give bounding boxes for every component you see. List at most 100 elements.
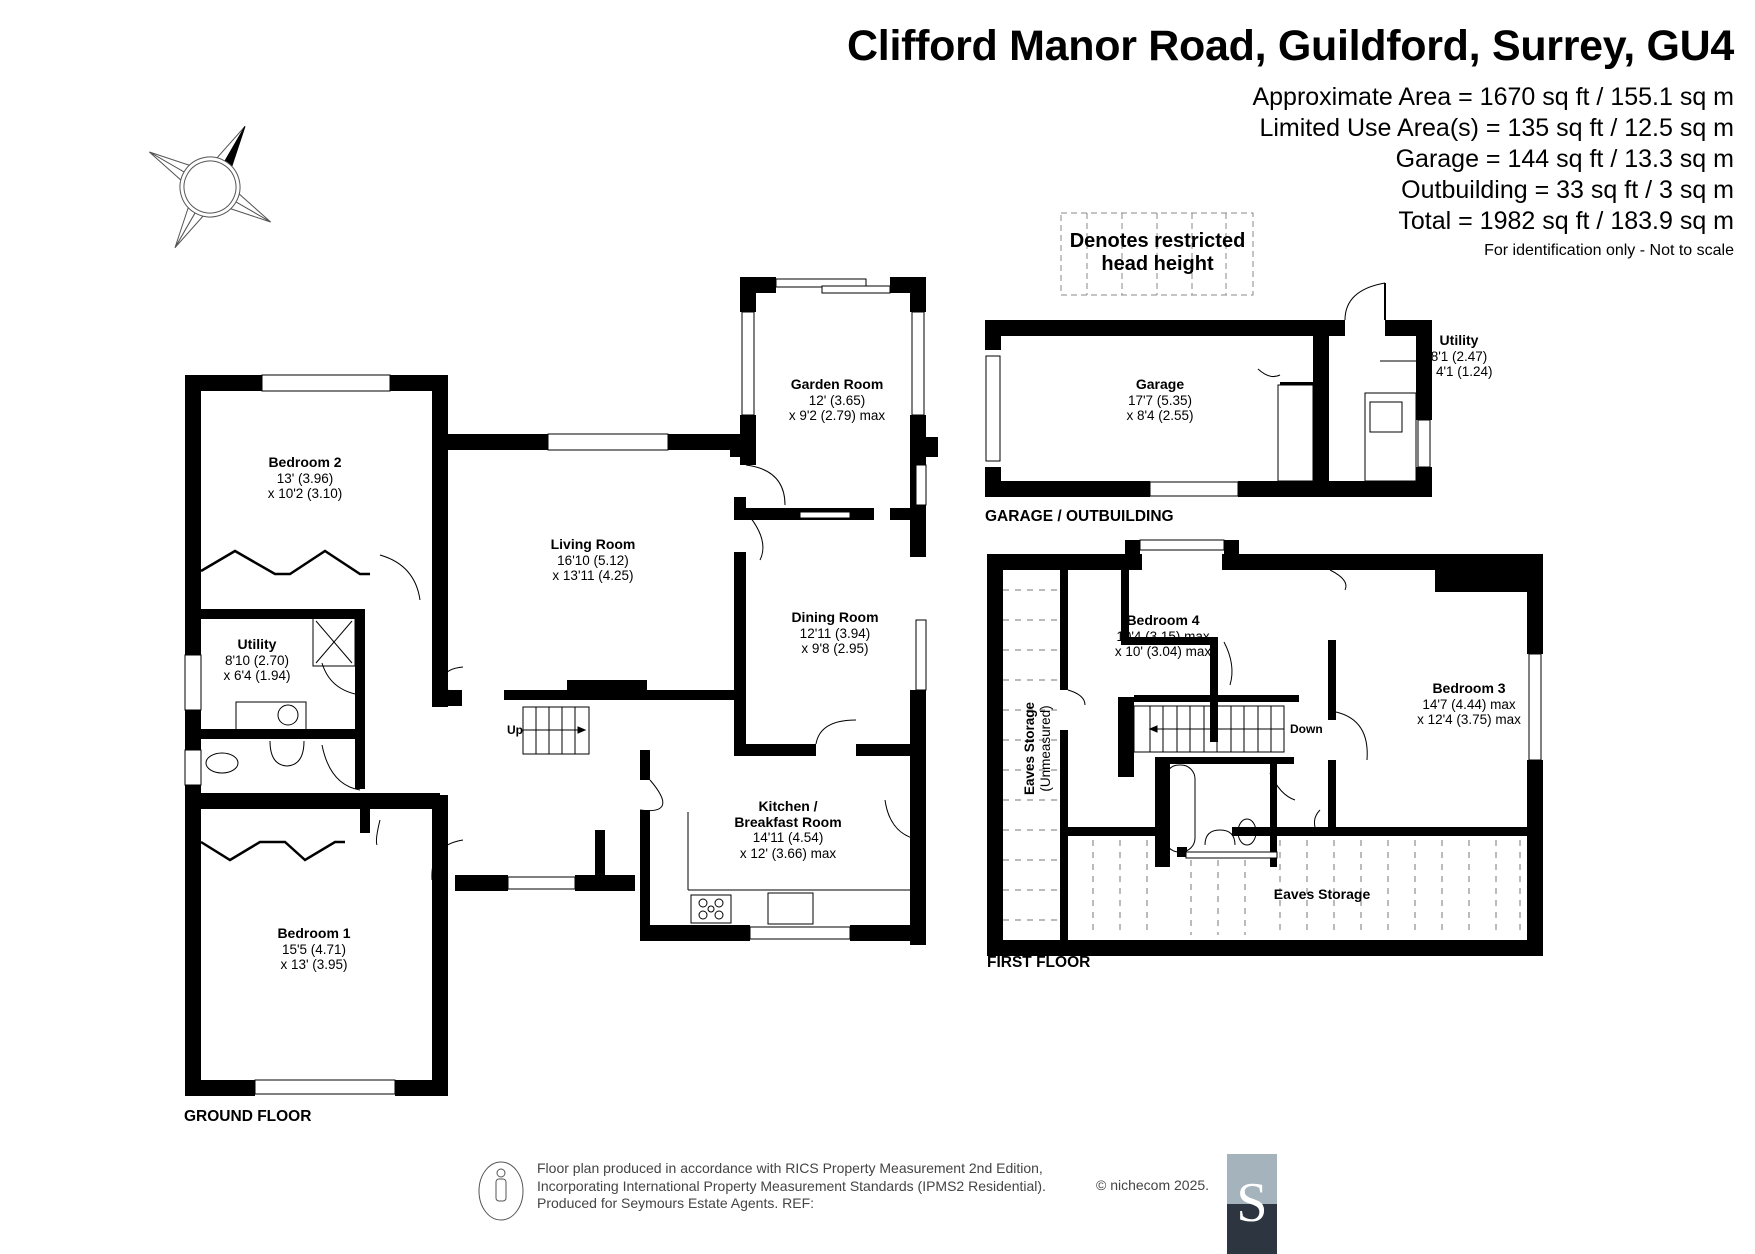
door-swing: [321, 662, 361, 696]
area-total: Total = 1982 sq ft / 183.9 sq m: [1398, 207, 1734, 235]
footer-note: Floor plan produced in accordance with R…: [537, 1160, 1046, 1213]
area-approximate: Approximate Area = 1670 sq ft / 155.1 sq…: [1252, 83, 1734, 111]
room-label-eaves-storage: Eaves Storage: [1273, 886, 1371, 902]
window: [254, 1079, 396, 1095]
window: [749, 926, 851, 940]
ground-floor-windows: [184, 278, 927, 1095]
room-label-eaves-storage-unmeasured: Eaves Storage (Unmeasured): [1022, 701, 1053, 795]
north-compass-icon: [149, 126, 271, 248]
door-swing: [884, 799, 921, 841]
door-swing: [1344, 282, 1386, 321]
window: [1149, 481, 1239, 497]
room-label-garden-room: Garden Room 12' (3.65) x 9'2 (2.79) max: [788, 376, 886, 423]
door-swing: [815, 719, 857, 745]
copyright: © nichecom 2025.: [1096, 1177, 1210, 1193]
staircase-up: [522, 706, 590, 755]
logo-letter: S: [1236, 1172, 1268, 1234]
window: [741, 311, 755, 416]
window: [775, 278, 867, 288]
door-swing: [321, 744, 361, 791]
room-label-living-room: Living Room 16'10 (5.12) x 13'11 (4.25): [550, 536, 636, 583]
compass-ring-inner: [183, 160, 237, 214]
window: [184, 749, 202, 786]
garage-fixtures: [1257, 282, 1417, 482]
hob-icon: [690, 894, 732, 924]
door-swing: [431, 839, 464, 881]
area-outbuilding: Outbuilding = 33 sq ft / 3 sq m: [1401, 176, 1734, 204]
legend-line-2: head height: [1101, 253, 1214, 275]
basin-icon: [269, 740, 305, 767]
room-label-garage: Garage 17'7 (5.35) x 8'4 (2.55): [1126, 376, 1194, 423]
footer-line-3: Produced for Seymours Estate Agents. REF…: [537, 1195, 815, 1211]
door-swing: [639, 779, 664, 812]
area-limited-use: Limited Use Area(s) = 135 sq ft / 12.5 s…: [1259, 114, 1734, 142]
area-garage: Garage = 144 sq ft / 13.3 sq m: [1395, 145, 1734, 173]
restricted-height-legend-label: Denotes restricted head height: [1065, 230, 1250, 276]
room-label-kitchen: Kitchen / Breakfast Room 14'11 (4.54) x …: [734, 798, 842, 861]
utility-sink-icon: [1369, 401, 1403, 433]
room-label-dining-room: Dining Room 12'11 (3.94) x 9'8 (2.95): [791, 609, 879, 656]
door-swing: [443, 666, 464, 701]
legend-line-1: Denotes restricted: [1069, 230, 1246, 252]
kitchen-sink-icon: [767, 892, 814, 925]
room-label-bedroom-3: Bedroom 3 14'7 (4.44) max x 12'4 (3.75) …: [1417, 680, 1521, 727]
footer-line-2: Incorporating International Property Mea…: [537, 1177, 1046, 1194]
door-swing: [1329, 569, 1347, 591]
window: [911, 311, 925, 416]
room-label-utility: Utility 8'10 (2.70) x 6'4 (1.94): [223, 636, 291, 683]
window: [507, 876, 576, 890]
ground-floor-fixtures: [200, 464, 921, 925]
room-label-bedroom-4: Bedroom 4 10'4 (3.15) max x 10' (3.04) m…: [1114, 612, 1212, 659]
basin-icon: [1204, 829, 1236, 846]
garage-windows: [985, 355, 1431, 497]
first-floor-fixtures: [1003, 569, 1521, 935]
garage-door: [985, 355, 1001, 462]
window: [915, 619, 927, 691]
window: [184, 654, 202, 711]
bathtub-icon: [1164, 764, 1196, 853]
footer-line-1: Floor plan produced in accordance with R…: [537, 1160, 1043, 1176]
first-floor-label: FIRST FLOOR: [987, 954, 1091, 971]
sink-icon: [277, 704, 299, 726]
window: [261, 374, 391, 392]
window: [915, 464, 927, 506]
eaves-hatching: [1003, 589, 1521, 935]
toilet-icon: [205, 752, 239, 774]
door-swing: [1223, 641, 1233, 686]
scale-disclaimer: For identification only - Not to scale: [1484, 242, 1734, 259]
utility-worktop: [235, 701, 307, 732]
area-summary: Approximate Area = 1670 sq ft / 155.1 sq…: [1252, 82, 1734, 237]
window: [547, 433, 669, 451]
window: [799, 511, 851, 519]
garage-walls: [985, 320, 1432, 497]
door-swing: [745, 511, 764, 561]
door-swing: [1257, 368, 1281, 377]
utility-worktop: [1364, 392, 1417, 482]
stairs-down-label: Down: [1290, 722, 1323, 736]
door-swing: [1067, 689, 1086, 706]
window: [1139, 539, 1225, 551]
door-swing: [379, 554, 421, 601]
stairs-up-label: Up: [507, 723, 523, 737]
toilet-icon: [1237, 818, 1257, 846]
storage-cupboard: [1277, 384, 1314, 482]
door-swing: [375, 819, 381, 846]
window: [1528, 653, 1542, 761]
window: [1185, 851, 1278, 859]
ground-floor-label: GROUND FLOOR: [184, 1108, 312, 1125]
garage-outbuilding-label: GARAGE / OUTBUILDING: [985, 508, 1174, 525]
first-floor-walls: [987, 540, 1543, 956]
restricted-height-legend: [1060, 212, 1254, 296]
wardrobe-doors: [200, 840, 345, 862]
first-floor-windows: [1139, 539, 1542, 859]
room-label-outbuilding-utility: Utility 8'1 (2.47) x 4'1 (1.24): [1425, 332, 1493, 379]
staircase-down: [1133, 705, 1285, 753]
wardrobe-doors: [200, 549, 370, 576]
person-scale-icon: [478, 1161, 524, 1221]
door-swing: [1335, 711, 1368, 761]
door-swing: [1269, 772, 1296, 801]
room-label-bedroom-1: Bedroom 1 15'5 (4.71) x 13' (3.95): [277, 925, 351, 972]
shower-tray-icon: [312, 617, 356, 667]
property-title: Clifford Manor Road, Guildford, Surrey, …: [847, 22, 1734, 70]
seymours-logo: S: [1227, 1154, 1277, 1254]
